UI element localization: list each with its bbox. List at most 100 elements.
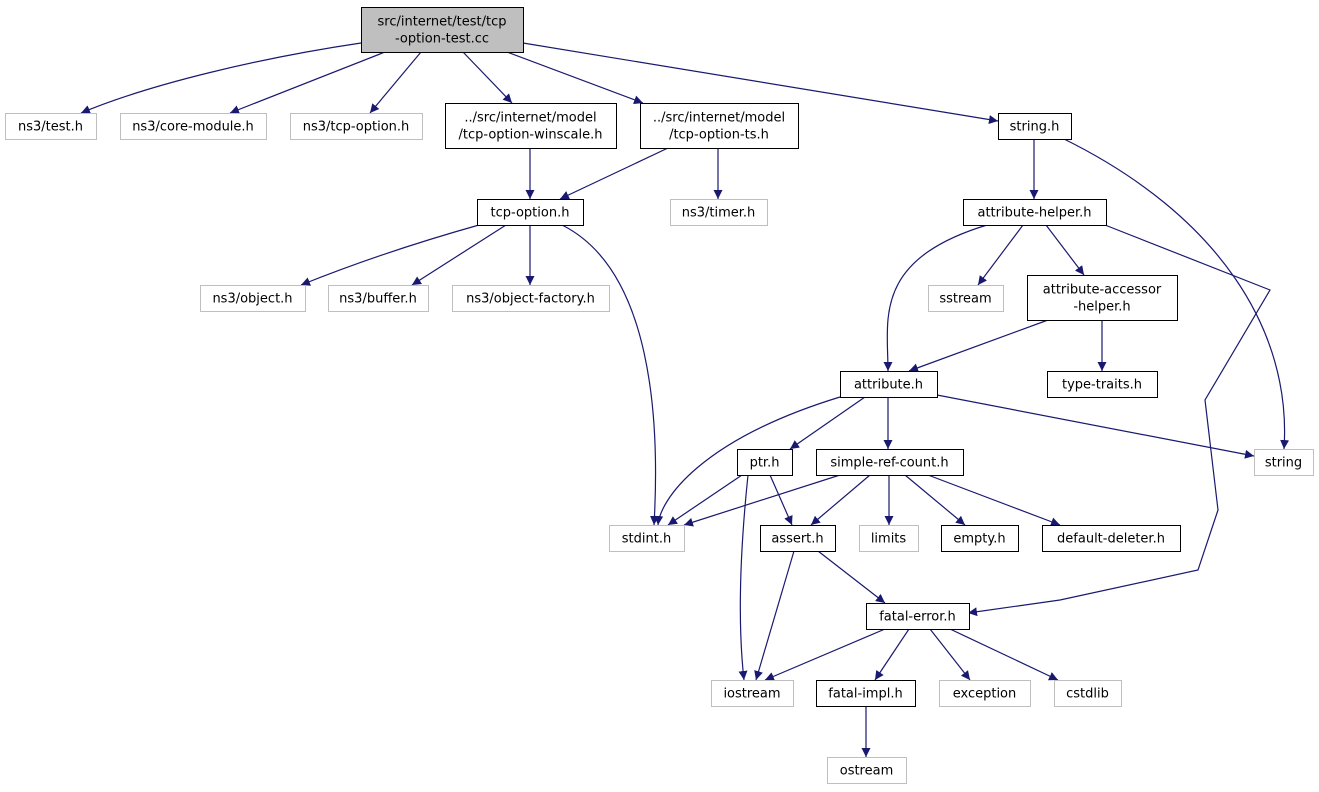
node-label: iostream bbox=[723, 687, 780, 702]
node-box bbox=[120, 113, 267, 140]
node-label: default-deleter.h bbox=[1057, 532, 1165, 547]
node-box bbox=[670, 199, 768, 226]
node-box bbox=[452, 285, 610, 312]
edge-fatalerror-to-iostream bbox=[764, 628, 886, 681]
node-box bbox=[1054, 680, 1122, 707]
node-box bbox=[816, 449, 964, 476]
edge-fatalerror-to-fatalimpl bbox=[874, 628, 910, 681]
edge-attr_helper-to-accessor bbox=[1045, 224, 1085, 276]
node-box bbox=[941, 525, 1019, 552]
include-node-attr_helper[interactable]: attribute-helper.h bbox=[963, 199, 1107, 226]
node-label: /tcp-option-ts.h bbox=[669, 128, 769, 143]
node-label: ns3/tcp-option.h bbox=[303, 120, 410, 135]
node-box bbox=[840, 371, 938, 398]
include-node-fatalerror[interactable]: fatal-error.h bbox=[866, 603, 970, 630]
include-node-ts[interactable]: ../src/internet/model/tcp-option-ts.h bbox=[640, 103, 799, 149]
node-label: attribute-accessor bbox=[1043, 283, 1162, 298]
node-label: assert.h bbox=[771, 532, 823, 547]
edge-tcpoption-to-stdint bbox=[561, 224, 660, 526]
node-label: cstdlib bbox=[1066, 687, 1109, 702]
include-node-empty[interactable]: empty.h bbox=[941, 525, 1019, 552]
edge-ptr-to-stdint bbox=[667, 474, 743, 526]
edge-assert-to-fatalerror bbox=[817, 550, 886, 604]
node-box bbox=[827, 757, 907, 784]
edge-root-to-ns3_core bbox=[229, 51, 386, 114]
edge-root-to-ts bbox=[506, 51, 644, 105]
node-box bbox=[711, 680, 794, 707]
node-label: ns3/test.h bbox=[18, 120, 83, 135]
node-box bbox=[928, 285, 1004, 312]
edge-attribute-to-string bbox=[936, 394, 1255, 459]
node-label: ptr.h bbox=[750, 456, 780, 471]
node-box bbox=[5, 113, 97, 140]
node-box bbox=[1254, 449, 1314, 476]
node-label: ns3/timer.h bbox=[682, 206, 756, 221]
include-node-string_h[interactable]: string.h bbox=[998, 113, 1072, 140]
edge-attribute-to-ptr bbox=[789, 396, 866, 450]
include-node-object: ns3/object.h bbox=[200, 285, 306, 312]
node-label: -helper.h bbox=[1073, 300, 1130, 315]
include-node-objfactory: ns3/object-factory.h bbox=[452, 285, 610, 312]
node-box bbox=[737, 449, 793, 476]
edge-ts-to-tcpoption bbox=[559, 147, 669, 200]
edge-string_h-to-string bbox=[1063, 138, 1290, 450]
include-node-exception: exception bbox=[939, 680, 1031, 707]
node-label: string bbox=[1265, 456, 1302, 471]
include-node-srcount[interactable]: simple-ref-count.h bbox=[816, 449, 964, 476]
edges-layer bbox=[80, 42, 1290, 757]
node-label: /tcp-option-winscale.h bbox=[459, 128, 603, 143]
include-node-ptr[interactable]: ptr.h bbox=[737, 449, 793, 476]
include-node-buffer: ns3/buffer.h bbox=[328, 285, 429, 312]
node-box bbox=[963, 199, 1107, 226]
node-label: stdint.h bbox=[622, 532, 671, 547]
edge-attr_helper-to-fatalerror bbox=[967, 224, 1271, 617]
node-box bbox=[998, 113, 1072, 140]
node-label: ../src/internet/model bbox=[653, 111, 785, 126]
edge-root-to-ns3_test bbox=[80, 42, 362, 114]
node-label: ns3/core-module.h bbox=[132, 120, 254, 135]
include-node-cstdlib: cstdlib bbox=[1054, 680, 1122, 707]
node-label: empty.h bbox=[953, 532, 1005, 547]
node-box bbox=[200, 285, 306, 312]
edge-assert-to-iostream bbox=[754, 550, 795, 681]
include-node-typetraits[interactable]: type-traits.h bbox=[1047, 371, 1158, 398]
edge-srcount-to-assert bbox=[810, 474, 871, 526]
node-box bbox=[1027, 275, 1178, 321]
include-node-sstream: sstream bbox=[928, 285, 1004, 312]
edge-tcpoption-to-object bbox=[300, 224, 480, 286]
edge-tcpoption-to-buffer bbox=[411, 224, 507, 286]
node-box bbox=[477, 199, 584, 226]
node-label: type-traits.h bbox=[1062, 378, 1142, 393]
include-node-limits: limits bbox=[859, 525, 919, 552]
include-node-ns3_tcpopt: ns3/tcp-option.h bbox=[290, 113, 423, 140]
nodes-layer: src/internet/test/tcp-option-test.cc ns3/… bbox=[5, 7, 1314, 784]
edge-attribute-to-stdint bbox=[654, 396, 841, 526]
include-node-winscale[interactable]: ../src/internet/model/tcp-option-winscal… bbox=[445, 103, 617, 149]
node-box bbox=[866, 603, 970, 630]
node-label: fatal-error.h bbox=[879, 610, 956, 625]
include-node-accessor[interactable]: attribute-accessor -helper.h bbox=[1027, 275, 1178, 321]
include-node-string: string bbox=[1254, 449, 1314, 476]
node-label: ns3/buffer.h bbox=[339, 292, 417, 307]
include-node-iostream: iostream bbox=[711, 680, 794, 707]
node-label: -option-test.cc bbox=[395, 32, 489, 47]
edge-root-to-ns3_tcpopt bbox=[369, 51, 422, 114]
edge-fatalerror-to-exception bbox=[929, 628, 971, 681]
node-box bbox=[760, 525, 836, 552]
include-node-tcpoption[interactable]: tcp-option.h bbox=[477, 199, 584, 226]
include-node-fatalimpl[interactable]: fatal-impl.h bbox=[816, 680, 916, 707]
edge-srcount-to-empty bbox=[904, 474, 966, 526]
node-label: exception bbox=[953, 687, 1017, 702]
root-file-node[interactable]: src/internet/test/tcp-option-test.cc bbox=[361, 7, 524, 53]
node-label: ../src/internet/model bbox=[464, 111, 596, 126]
include-node-attribute[interactable]: attribute.h bbox=[840, 371, 938, 398]
node-label: attribute-helper.h bbox=[977, 206, 1091, 221]
node-box bbox=[1042, 525, 1181, 552]
node-label: ns3/object-factory.h bbox=[466, 292, 595, 307]
node-box bbox=[445, 103, 617, 149]
node-label: simple-ref-count.h bbox=[830, 456, 948, 471]
include-node-assert[interactable]: assert.h bbox=[760, 525, 836, 552]
include-node-ostream: ostream bbox=[827, 757, 907, 784]
edge-attr_helper-to-sstream bbox=[977, 224, 1024, 286]
include-node-deleter[interactable]: default-deleter.h bbox=[1042, 525, 1181, 552]
